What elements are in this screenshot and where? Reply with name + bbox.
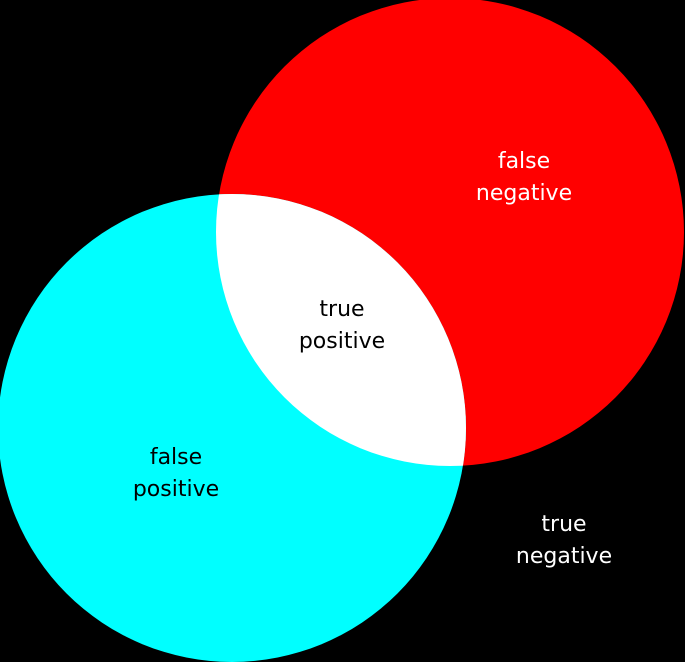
true-positive-label-line2: positive <box>298 329 386 354</box>
false-positive-label-line1: false <box>149 445 203 470</box>
false-positive-label-line2: positive <box>132 477 220 502</box>
true-positive-label-line1: true <box>319 297 365 322</box>
false-negative-label-line1: false <box>497 149 551 174</box>
true-negative-label-line2: negative <box>515 544 613 569</box>
false-negative-label-line2: negative <box>475 181 573 206</box>
false-negative-label: false negative <box>434 146 614 210</box>
true-negative-label-line1: true <box>541 512 587 537</box>
true-negative-label: true negative <box>474 509 654 573</box>
true-positive-label: true positive <box>252 294 432 358</box>
false-positive-label: false positive <box>86 442 266 506</box>
